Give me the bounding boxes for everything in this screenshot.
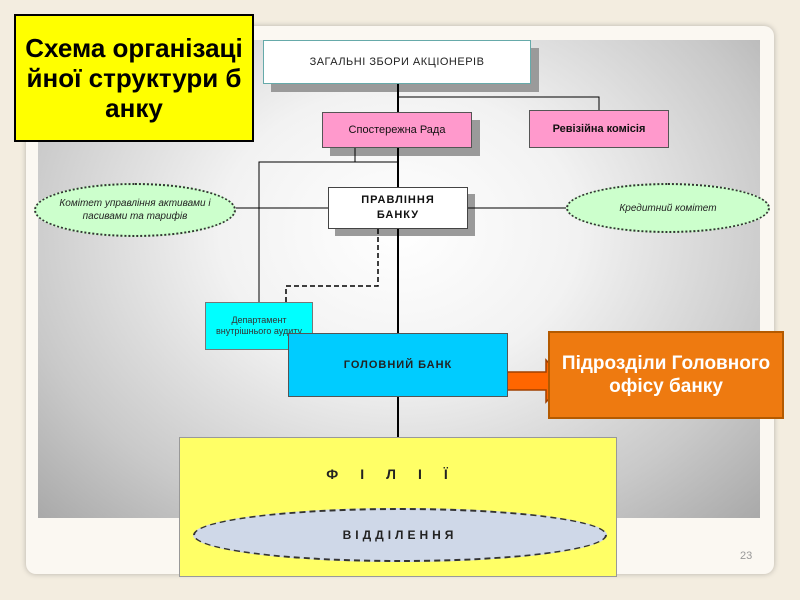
general-meeting-box: ЗАГАЛЬНІ ЗБОРИ АКЦІОНЕРІВ (263, 40, 531, 84)
alco-committee-ellipse: Комітет управління активами і пасивами т… (34, 183, 236, 237)
audit-commission-connector (398, 96, 600, 110)
credit-committee-ellipse: Кредитний комітет (566, 183, 770, 233)
branches-label: ФІЛІЇ (326, 466, 470, 482)
board-label-line1: ПРАВЛІННЯ (361, 194, 435, 206)
internal-audit-box: Департамент внутрішнього аудиту (205, 302, 313, 350)
slide-title: Схема організаційної структури банку (14, 14, 254, 142)
supervisory-board-box: Спостережна Рада (322, 112, 472, 148)
audit-commission-box: Ревізійна комісія (529, 110, 669, 148)
board-label-line2: БАНКУ (376, 209, 420, 221)
board-box: ПРАВЛІННЯ БАНКУ (328, 187, 468, 229)
head-office-callout: Підрозділи Головного офісу банку (548, 331, 784, 419)
audit-dashed-connector (285, 229, 379, 302)
internal-audit-connector (258, 161, 398, 302)
page-number: 23 (740, 550, 753, 562)
departments-ellipse: ВІДДІЛЕННЯ (193, 508, 607, 562)
head-bank-box: ГОЛОВНИЙ БАНК (288, 333, 508, 397)
